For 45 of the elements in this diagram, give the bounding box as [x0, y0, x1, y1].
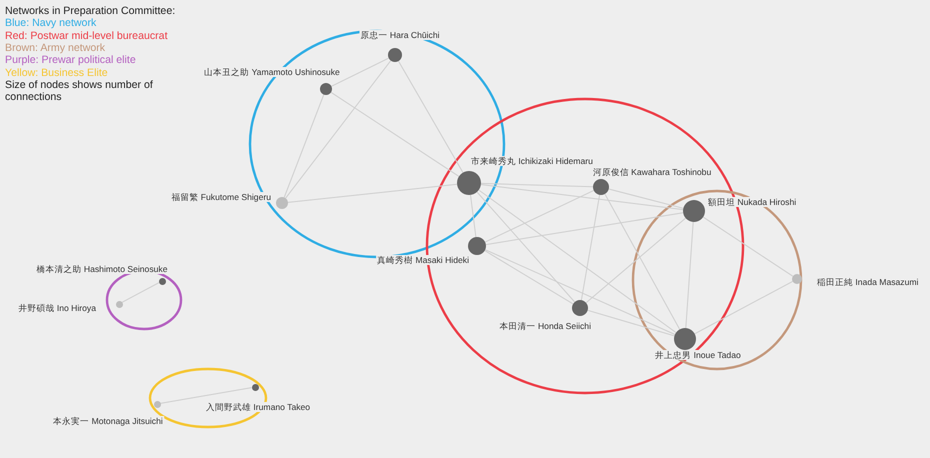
- person-name: 稲田正純 Inada Masazumi: [816, 277, 920, 287]
- connector-line: [694, 280, 794, 334]
- person-name: 本田清一 Honda Seiichi: [498, 321, 592, 331]
- connector-line: [604, 194, 680, 330]
- connector-line: [480, 184, 684, 210]
- connector-line: [330, 58, 390, 87]
- connector-line: [288, 184, 458, 203]
- connector-line: [160, 387, 252, 404]
- person-name: 福留繁 Fukutome Shigeru: [170, 192, 272, 202]
- person-name: 原忠一 Hara Chūichi: [359, 30, 441, 40]
- person-name: 入間野武雄 Irumano Takeo: [205, 402, 312, 412]
- person-name: 市来崎秀丸 Ichikizaki Hidemaru: [470, 156, 594, 166]
- legend-entry: Yellow: Business Elite: [5, 66, 108, 78]
- connector-line: [685, 222, 694, 328]
- connector-line: [330, 92, 460, 177]
- connector-line: [480, 182, 594, 188]
- legend-entry: Blue: Navy network: [5, 17, 96, 30]
- connector-line: [587, 310, 675, 336]
- person-name: 真崎秀樹 Masaki Hideki: [376, 255, 470, 265]
- connector-line: [484, 190, 594, 243]
- connector-line: [702, 216, 794, 277]
- person-name: 山本丑之助 Yamamoto Ushinosuke: [203, 67, 341, 77]
- legend-entry: Red: Postwar mid-level bureaucrat: [5, 30, 168, 42]
- connector-line: [484, 250, 574, 304]
- connector-line: [285, 60, 392, 199]
- person-name: 本永実一 Motonaga Jitsuichi: [52, 416, 164, 426]
- person-name: 井野碩哉 Ino Hiroya: [17, 303, 97, 313]
- person-name: 額田坦 Nukada Hiroshi: [707, 197, 798, 207]
- connector-line: [484, 249, 676, 335]
- person-name: 井上忠男 Inoue Tadao: [654, 350, 742, 360]
- person-name: 橋本清之助 Hashimoto Seinosuke: [36, 264, 168, 274]
- legend-entry: Brown: Army network: [5, 42, 106, 54]
- connector-line: [485, 212, 684, 246]
- connector-line: [284, 94, 324, 198]
- connector-line: [586, 218, 686, 304]
- connector-line: [470, 194, 476, 238]
- connector-line: [608, 188, 684, 209]
- connector-line: [398, 60, 464, 174]
- person-name: 河原俊信 Kawahara Toshinobu: [592, 167, 712, 177]
- legend-entry: Purple: Prewar political elite: [5, 54, 136, 66]
- note-text: Size of nodes shows number of connections: [5, 78, 154, 104]
- connector-line: [476, 192, 576, 302]
- connector-line: [580, 194, 600, 301]
- legend-title: Networks in Preparation Committee:: [5, 5, 176, 17]
- connector-line: [478, 190, 677, 334]
